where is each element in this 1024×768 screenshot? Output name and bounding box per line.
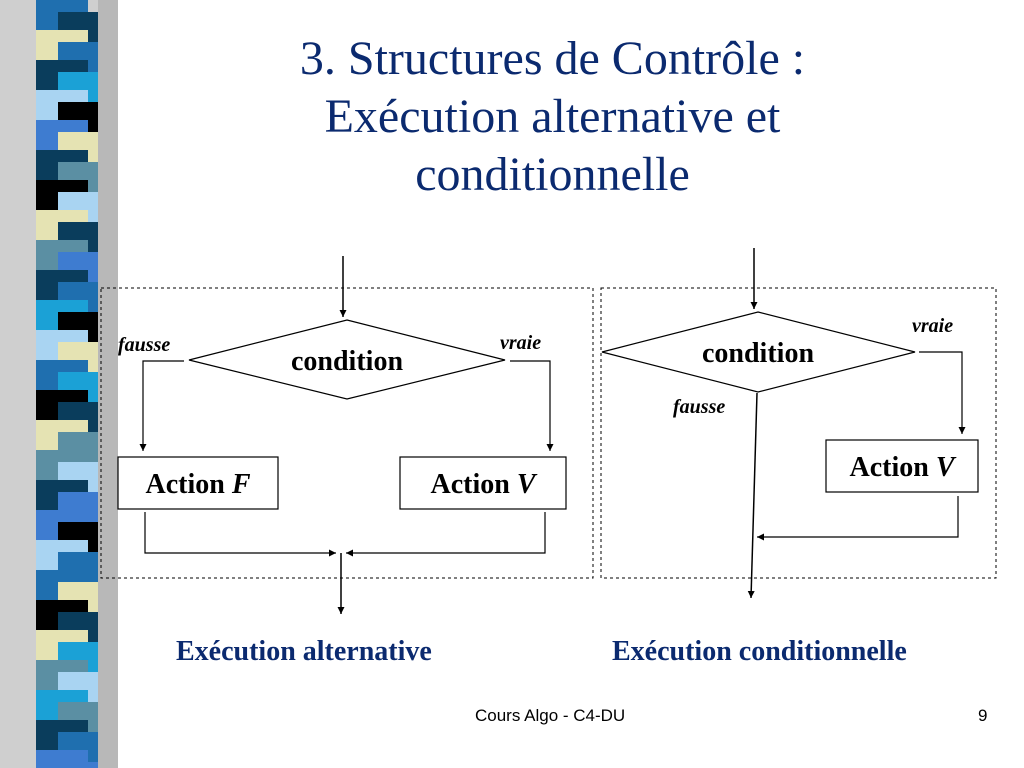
title-line-3: conditionnelle bbox=[415, 148, 690, 201]
alternative-false-arrow bbox=[139, 360, 184, 451]
conditional-false-path-arrow bbox=[747, 392, 758, 599]
conditional-false-label: fausse bbox=[673, 396, 725, 418]
action-f-box bbox=[117, 456, 279, 510]
conditional-flowchart: condition vraie fausse Action V bbox=[600, 248, 997, 599]
title-line-1: 3. Structures de Contrôle : bbox=[299, 32, 806, 85]
alternative-true-label: vraie bbox=[500, 332, 541, 354]
alternative-merge-right-arrow bbox=[346, 512, 546, 557]
conditional-true-label: vraie bbox=[912, 315, 953, 337]
slide-title: 3. Structures de Contrôle : Exécution al… bbox=[170, 30, 935, 204]
conditional-true-arrow bbox=[919, 351, 966, 434]
stripe-block bbox=[58, 762, 98, 768]
caption-conditional: Exécution conditionnelle bbox=[612, 636, 907, 667]
action-v-box-alternative bbox=[399, 456, 567, 510]
conditional-condition-diamond bbox=[601, 311, 916, 393]
title-line-2: Exécution alternative et bbox=[324, 90, 781, 143]
alternative-flowchart: condition fausse vraie Action F Action V bbox=[100, 256, 594, 614]
alternative-true-arrow bbox=[510, 360, 554, 451]
conditional-merge-arrow bbox=[757, 496, 959, 541]
action-f-label: Action F bbox=[145, 469, 250, 500]
decorative-side-stripe bbox=[0, 0, 118, 768]
action-v-box-conditional bbox=[825, 439, 979, 493]
alternative-false-label: fausse bbox=[118, 334, 170, 356]
footer-course-label: Cours Algo - C4-DU bbox=[475, 706, 626, 725]
caption-alternative: Exécution alternative bbox=[176, 636, 432, 667]
action-v-label-conditional: Action V bbox=[849, 452, 956, 483]
stripe-shadow bbox=[98, 0, 118, 768]
slide-page-number: 9 bbox=[978, 706, 988, 725]
alternative-dashed-frame bbox=[100, 287, 594, 579]
alternative-merge-left-arrow bbox=[144, 512, 336, 557]
alternative-condition-diamond bbox=[188, 319, 506, 400]
action-v-label-alternative: Action V bbox=[430, 469, 537, 500]
conditional-dashed-frame bbox=[600, 287, 997, 579]
alternative-condition-label: condition bbox=[291, 346, 403, 377]
conditional-condition-label: condition bbox=[702, 338, 814, 369]
